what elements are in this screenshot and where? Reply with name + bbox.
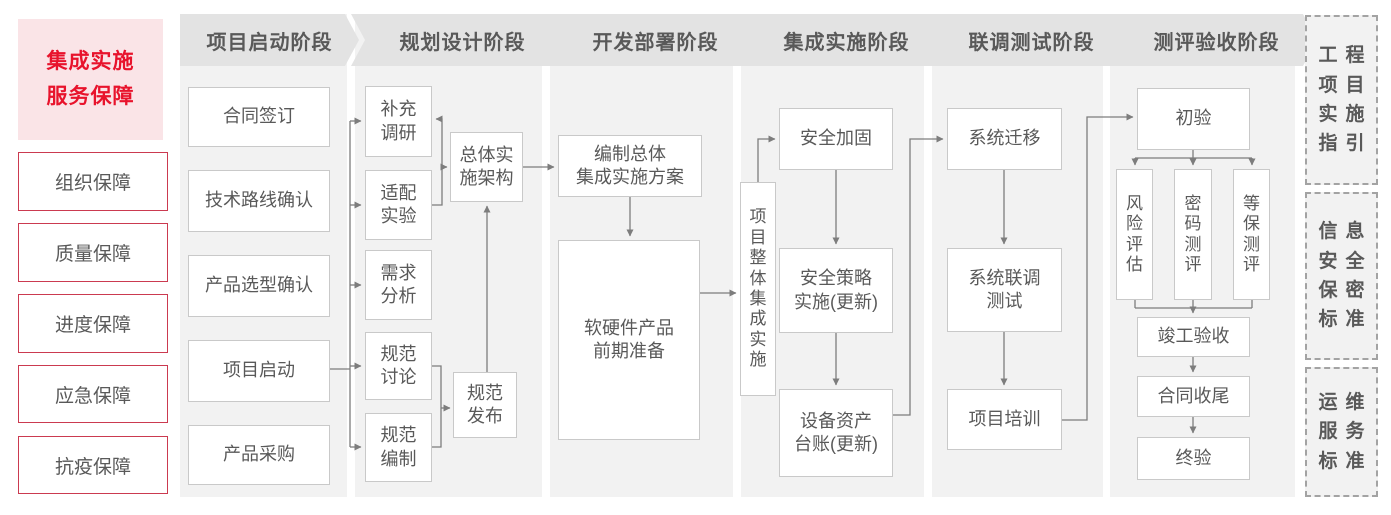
- node-overall-implementation-architecture: 总体实 施架构: [450, 132, 523, 202]
- node-spec-drafting: 规范 编制: [365, 413, 432, 482]
- stage-header-planning-design: 规划设计阶段: [351, 14, 564, 66]
- stage-header-joint-testing: 联调测试阶段: [928, 14, 1125, 66]
- assurance-item-quality: 质量保障: [18, 223, 168, 282]
- node-project-training: 项目培训: [947, 389, 1062, 450]
- node-product-procurement: 产品采购: [188, 425, 330, 485]
- node-equipment-asset-ledger: 设备资产 台账(更新): [779, 389, 893, 477]
- stage-header-project-initiation: 项目启动阶段: [180, 14, 359, 66]
- node-completion-acceptance: 竣工验收: [1137, 317, 1250, 357]
- node-security-policy-implementation: 安全策略 实施(更新): [779, 248, 893, 333]
- stage-label: 联调测试阶段: [968, 31, 1095, 54]
- standard-info-security-confidentiality: 信息 安全 保密 标准: [1305, 192, 1378, 360]
- stage-label: 规划设计阶段: [399, 31, 526, 54]
- node-preliminary-acceptance: 初验: [1137, 88, 1250, 150]
- diagram-title: 集成实施 服务保障: [18, 19, 163, 140]
- node-mlps-evaluation: 等 保 测 评: [1233, 169, 1270, 300]
- stage-label: 集成实施阶段: [783, 31, 910, 54]
- node-system-migration: 系统迁移: [947, 108, 1062, 170]
- node-contract-closure: 合同收尾: [1137, 376, 1250, 417]
- assurance-item-schedule: 进度保障: [18, 294, 168, 353]
- node-product-selection-confirmation: 产品选型确认: [188, 255, 330, 317]
- node-security-hardening: 安全加固: [779, 108, 893, 170]
- node-overall-integration-implementation: 项 目 整 体 集 成 实 施: [740, 182, 776, 396]
- node-adaptation-experiment: 适配 实验: [365, 170, 432, 240]
- node-project-kickoff: 项目启动: [188, 340, 330, 402]
- stage-header-development-deployment: 开发部署阶段: [546, 14, 755, 66]
- stage-label: 项目启动阶段: [206, 31, 333, 54]
- node-final-acceptance: 终验: [1137, 437, 1250, 480]
- node-system-joint-testing: 系统联调 测试: [947, 248, 1062, 332]
- node-hw-sw-preparation: 软硬件产品 前期准备: [558, 240, 700, 440]
- node-risk-assessment: 风 险 评 估: [1116, 169, 1153, 300]
- node-requirement-analysis: 需求 分析: [365, 250, 432, 320]
- stage-label: 开发部署阶段: [592, 31, 719, 54]
- stage-header-evaluation-acceptance: 测评验收阶段: [1106, 14, 1317, 66]
- assurance-item-epidemic: 抗疫保障: [18, 436, 168, 494]
- node-crypto-evaluation: 密 码 测 评: [1174, 169, 1212, 300]
- node-overall-integration-plan: 编制总体 集成实施方案: [558, 135, 702, 197]
- stage-label: 测评验收阶段: [1153, 31, 1280, 54]
- node-spec-release: 规范 发布: [453, 372, 517, 438]
- stage-header-integration-implementation: 集成实施阶段: [737, 14, 946, 66]
- assurance-item-emergency: 应急保障: [18, 365, 168, 423]
- standard-ops-service: 运维 服务 标准: [1305, 367, 1378, 497]
- node-contract-signing: 合同签订: [188, 87, 330, 147]
- standard-engineering-project-guide: 工程 项目 实施 指引: [1305, 15, 1378, 185]
- node-tech-route-confirmation: 技术路线确认: [188, 170, 330, 232]
- node-supplementary-research: 补充 调研: [365, 86, 432, 157]
- assurance-item-organization: 组织保障: [18, 152, 168, 211]
- node-spec-discussion: 规范 讨论: [365, 332, 432, 400]
